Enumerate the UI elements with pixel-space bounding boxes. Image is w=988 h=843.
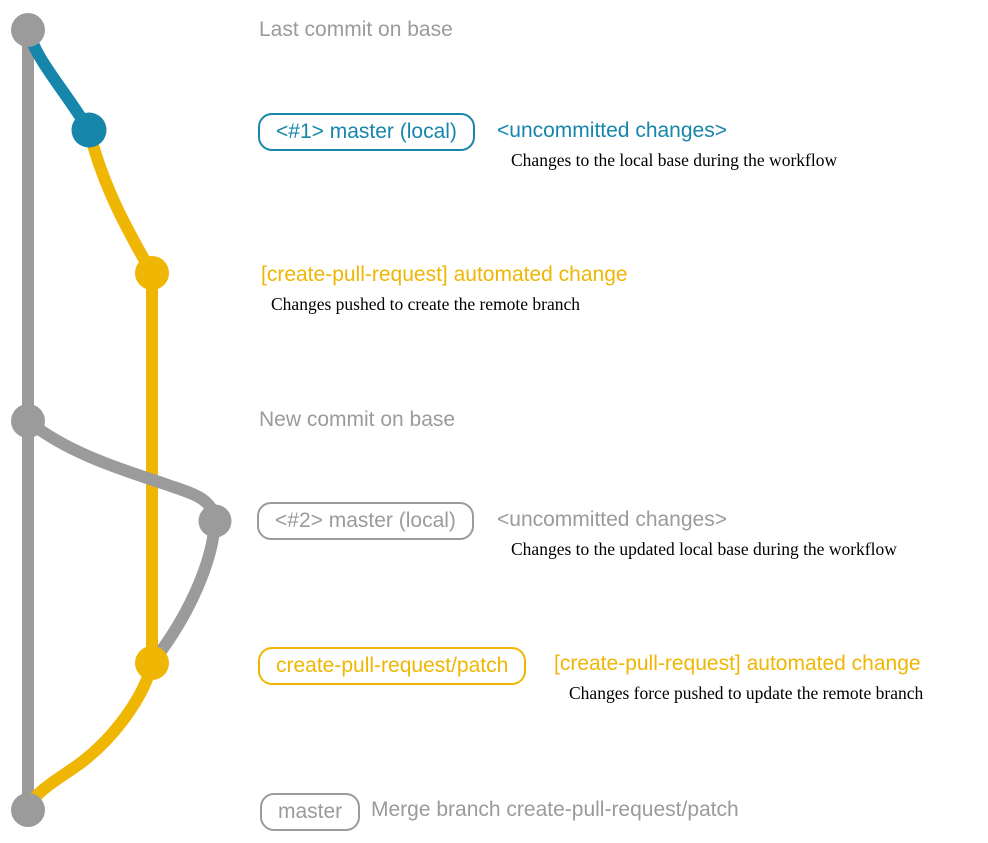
badge-master-local-2: <#2> master (local) <box>257 502 474 540</box>
commit-node-automated-change-2 <box>135 646 169 680</box>
commit-node-merge-commit <box>11 793 45 827</box>
uncommitted-changes-2-heading: <uncommitted changes> <box>497 508 727 531</box>
updated-base-curve-in <box>146 515 221 669</box>
commit-node-last-commit-on-base <box>11 13 45 47</box>
updated-base-curve-out <box>22 415 221 527</box>
uncommitted-changes-2-detail: Changes to the updated local base during… <box>511 539 897 559</box>
automated-change-2-heading: [create-pull-request] automated change <box>554 652 921 675</box>
commit-node-new-commit-on-base <box>11 404 45 438</box>
uncommitted-changes-1-detail: Changes to the local base during the wor… <box>511 150 838 170</box>
patch-branch-curve-out <box>83 124 158 279</box>
merge-label: Merge branch create-pull-request/patch <box>371 798 739 821</box>
uncommitted-changes-1-heading: <uncommitted changes> <box>497 119 727 142</box>
commit-node-automated-change-1 <box>135 256 169 290</box>
automated-change-1-heading: [create-pull-request] automated change <box>261 263 628 286</box>
patch-branch-merge-curve <box>22 657 158 812</box>
last-commit-label: Last commit on base <box>259 18 453 41</box>
automated-change-1-detail: Changes pushed to create the remote bran… <box>271 294 581 314</box>
automated-change-2-detail: Changes force pushed to update the remot… <box>569 683 924 703</box>
badge-patch-branch: create-pull-request/patch <box>258 647 527 685</box>
git-graph <box>11 13 232 827</box>
commit-node-uncommitted-2 <box>198 504 232 538</box>
new-commit-label: New commit on base <box>259 408 456 431</box>
commit-node-uncommitted-1 <box>71 112 107 148</box>
badge-master: master <box>260 793 361 831</box>
badge-master-local-1: <#1> master (local) <box>258 113 475 151</box>
